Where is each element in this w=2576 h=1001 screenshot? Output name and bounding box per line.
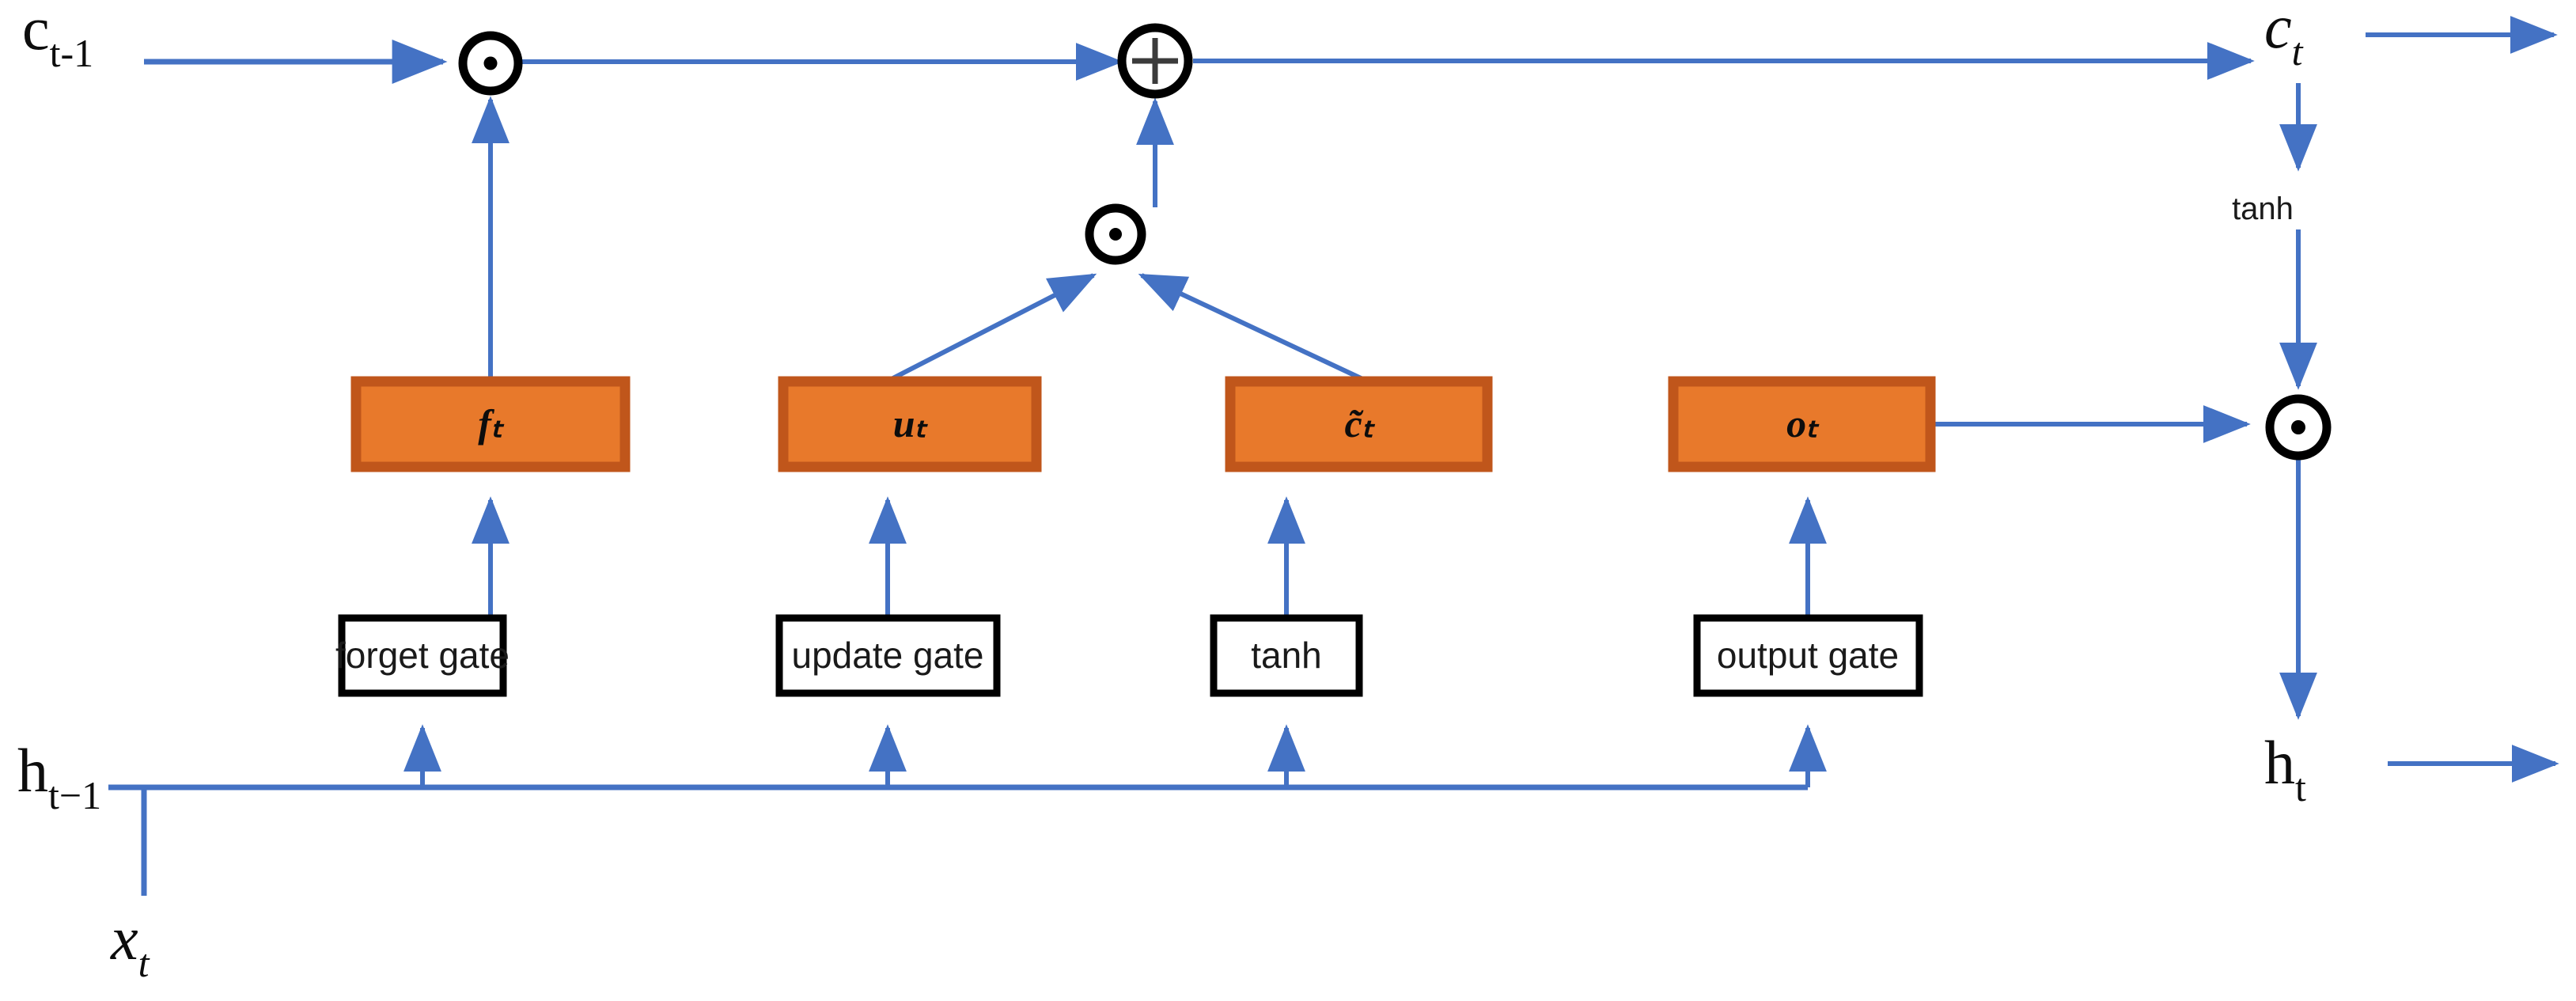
hidden-state-path bbox=[1924, 83, 2559, 783]
orange-box-ot-label: oₜ bbox=[1786, 401, 1820, 446]
operator-input-arrows bbox=[472, 96, 1373, 385]
label-c-t-sub: t bbox=[2292, 29, 2304, 74]
arrow-ut-to-mulupdate bbox=[882, 273, 1097, 385]
label-tanh-activation: tanh bbox=[2232, 191, 2294, 226]
function-box-update-gate-label: update gate bbox=[791, 635, 983, 676]
label-h-prev: ht−1 bbox=[17, 736, 101, 817]
label-c-prev-base: c bbox=[22, 0, 50, 63]
label-h-t: ht bbox=[2264, 728, 2306, 810]
multiply-node-output[interactable] bbox=[2265, 394, 2332, 461]
label-x-t-base: x bbox=[110, 904, 138, 973]
label-h-prev-sub: t−1 bbox=[48, 773, 101, 817]
arrow-ctilde-to-mulupdate bbox=[1138, 273, 1373, 385]
orange-gate-boxes: fₜ uₜ c̃ₜ oₜ bbox=[350, 376, 1936, 472]
orange-box-ctilde-rect bbox=[1225, 376, 1493, 472]
function-box-output-gate-rect bbox=[1693, 614, 1923, 697]
operator-nodes bbox=[458, 23, 2332, 461]
label-h-prev-base: h bbox=[17, 736, 48, 805]
orange-box-ut[interactable]: uₜ bbox=[778, 376, 1042, 472]
function-box-output-gate-label: output gate bbox=[1717, 635, 1899, 676]
function-box-output-gate[interactable]: output gate bbox=[1693, 614, 1923, 697]
label-x-t: xt bbox=[110, 904, 150, 985]
multiply-node-forget-dot bbox=[483, 56, 498, 70]
orange-box-ft-rect bbox=[350, 376, 631, 472]
function-box-update-gate-rect bbox=[775, 614, 1001, 697]
multiply-node-forget[interactable] bbox=[458, 31, 523, 96]
input-bus bbox=[108, 724, 1827, 896]
label-h-t-base: h bbox=[2264, 728, 2295, 797]
cell-state-path bbox=[144, 16, 2558, 84]
orange-box-ot-rect bbox=[1668, 376, 1936, 472]
function-box-forget-gate-label: forget gate bbox=[335, 635, 510, 676]
function-box-forget-gate[interactable]: forget gate bbox=[335, 614, 510, 697]
io-labels: ct-1 ct tanh ht−1 xt ht bbox=[17, 0, 2306, 985]
label-c-t-base: c bbox=[2264, 0, 2292, 61]
function-boxes: forget gate update gate tanh output gate bbox=[335, 614, 1923, 697]
function-box-tanh-label: tanh bbox=[1251, 635, 1322, 676]
add-node-cell[interactable] bbox=[1117, 23, 1193, 99]
orange-box-ctilde[interactable]: c̃ₜ bbox=[1225, 376, 1493, 472]
label-x-t-sub: t bbox=[138, 941, 150, 985]
function-box-update-gate[interactable]: update gate bbox=[775, 614, 1001, 697]
orange-box-ft[interactable]: fₜ bbox=[350, 376, 631, 472]
label-c-prev: ct-1 bbox=[22, 0, 93, 75]
gate-to-activation-arrows bbox=[472, 496, 1827, 618]
label-c-t: ct bbox=[2264, 0, 2304, 74]
orange-box-ot[interactable]: oₜ bbox=[1668, 376, 1936, 472]
orange-box-ft-label: fₜ bbox=[478, 401, 505, 446]
orange-box-ut-rect bbox=[778, 376, 1042, 472]
multiply-node-update-dot bbox=[1109, 228, 1122, 241]
orange-box-ctilde-label: c̃ₜ bbox=[1345, 401, 1376, 446]
function-box-tanh-rect bbox=[1210, 614, 1363, 697]
label-c-prev-sub: t-1 bbox=[50, 31, 94, 75]
multiply-node-output-dot bbox=[2291, 420, 2305, 434]
function-box-tanh[interactable]: tanh bbox=[1210, 614, 1363, 697]
function-box-forget-gate-rect bbox=[338, 614, 507, 697]
orange-box-ut-label: uₜ bbox=[893, 401, 929, 446]
label-h-t-sub: t bbox=[2295, 765, 2306, 810]
multiply-node-update[interactable] bbox=[1085, 203, 1146, 265]
